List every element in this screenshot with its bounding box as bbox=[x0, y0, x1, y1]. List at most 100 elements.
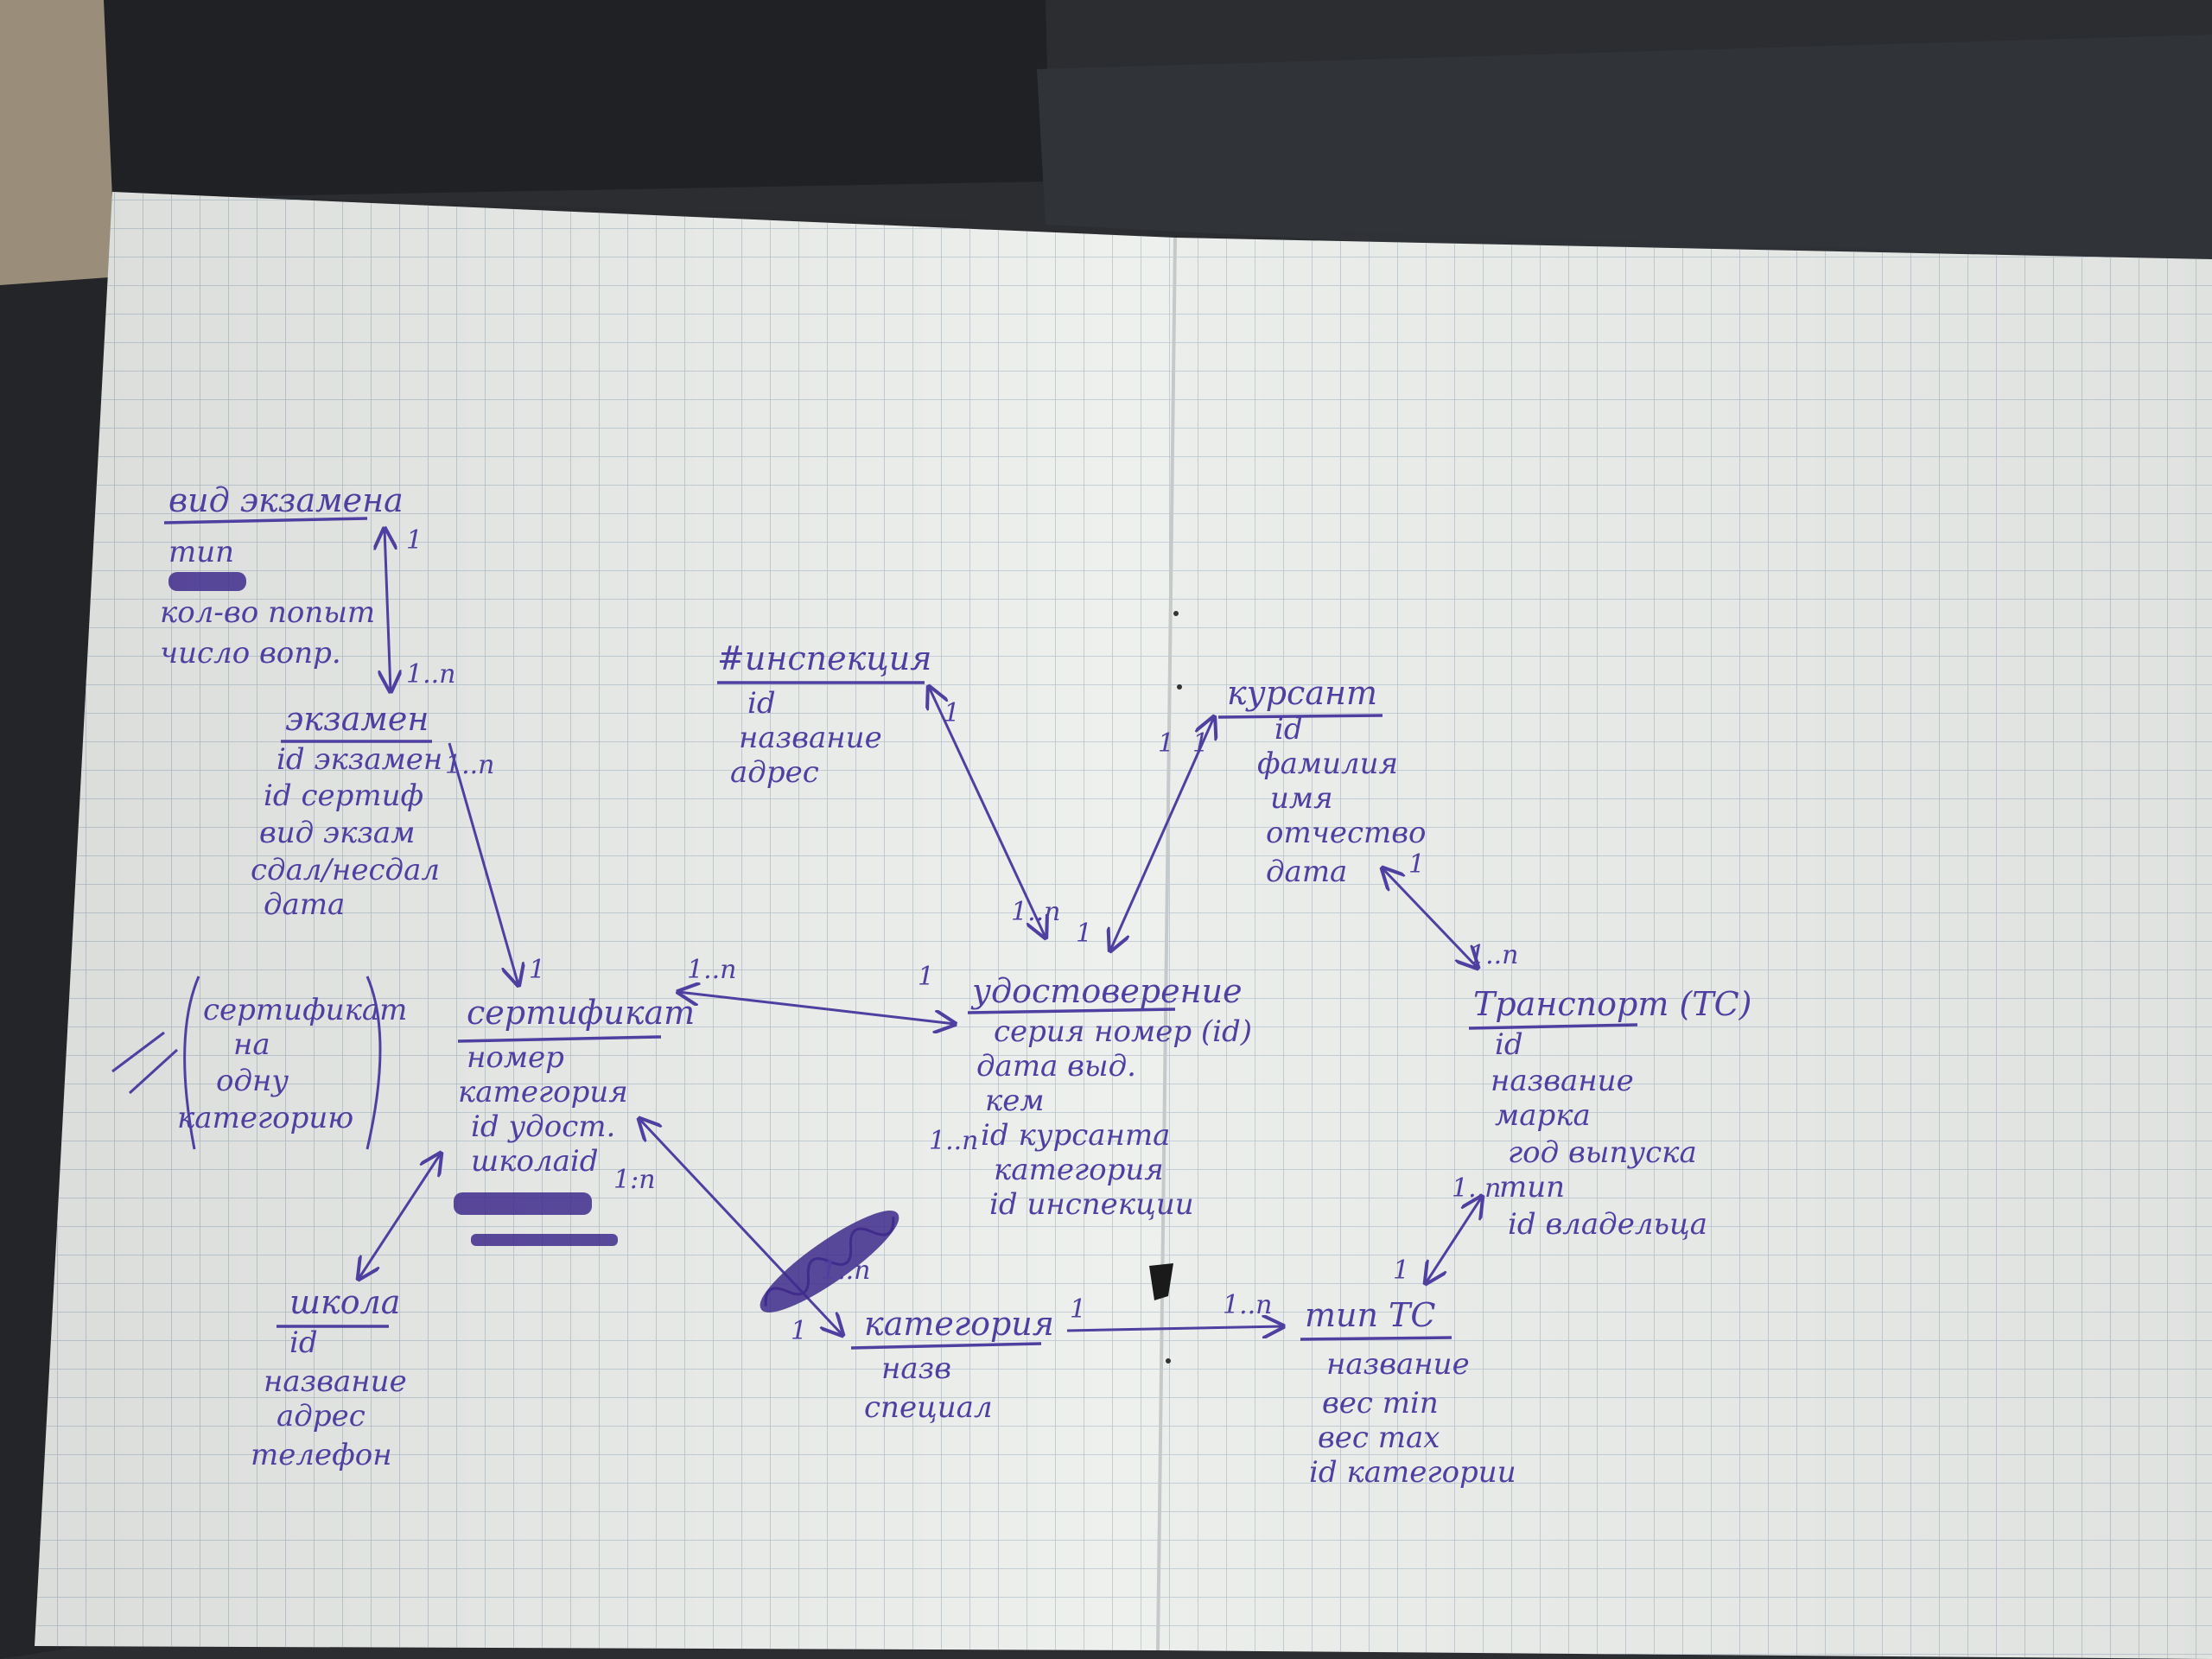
diagram-text: дата выд. bbox=[976, 1049, 1136, 1084]
relation-lines bbox=[359, 529, 1482, 1335]
cardinality-label: 1 bbox=[1070, 1294, 1086, 1325]
entity-transport: Транспорт (ТС) id название марка год вып… bbox=[1468, 985, 1752, 1242]
cardinality-label: 1..n bbox=[445, 750, 494, 780]
diagram-text: курсант bbox=[1227, 674, 1377, 712]
entity-vehicle-type: тип ТС название вес min вес max id катег… bbox=[1300, 1296, 1516, 1490]
diagram-text: специал bbox=[864, 1390, 993, 1425]
cardinality-label: 1..n bbox=[1469, 940, 1518, 970]
note-bracket-left bbox=[183, 976, 200, 1150]
diagram-text: категория bbox=[458, 1075, 628, 1109]
rel-exam-certificate bbox=[448, 742, 518, 985]
cardinality-label: 1 bbox=[1393, 1255, 1409, 1286]
dark-folder-right bbox=[1037, 35, 2212, 285]
diagram-text: название bbox=[1491, 1064, 1634, 1098]
diagram-text: Транспорт (ТС) bbox=[1473, 985, 1752, 1023]
diagram-text: школа bbox=[289, 1283, 400, 1321]
cardinality-label: 1..n bbox=[406, 659, 455, 690]
diagram-text: вес min bbox=[1322, 1386, 1439, 1421]
entity-category: категория назв специал bbox=[850, 1305, 1054, 1425]
diagram-text: id категории bbox=[1309, 1455, 1516, 1490]
diagram-text: адрес bbox=[276, 1399, 365, 1433]
entity-exam: экзамен id экзамен id сертиф вид экзам с… bbox=[251, 700, 442, 922]
diagram-text: число вопр. bbox=[160, 636, 341, 671]
cardinality-label: 1 bbox=[1158, 728, 1174, 759]
diagram-text: id bbox=[1495, 1027, 1523, 1062]
diagram-text: номер bbox=[467, 1040, 564, 1075]
rel-certificate-license bbox=[678, 992, 955, 1024]
diagram-text: id bbox=[747, 686, 776, 721]
scribbled-relation bbox=[760, 1211, 899, 1313]
entity-certificate: сертификат номер категория id удост. шко… bbox=[457, 994, 695, 1179]
diagram-text: id удост. bbox=[471, 1109, 615, 1144]
diagram-text: название bbox=[739, 721, 882, 755]
diagram-text: имя bbox=[1270, 781, 1333, 816]
diagram-text: школаid bbox=[471, 1144, 599, 1179]
entity-inspection: #инспекция id название адрес bbox=[717, 639, 931, 790]
diagram-text: одну bbox=[216, 1064, 289, 1098]
diagram-text: id инспекции bbox=[989, 1187, 1194, 1222]
entity-school: школа id название адрес телефон bbox=[251, 1283, 407, 1472]
entity-license: удостоверение серия номер (id) дата выд.… bbox=[967, 972, 1252, 1222]
cardinality-label: 1 bbox=[1076, 918, 1092, 949]
diagram-text: телефон bbox=[251, 1438, 392, 1472]
diagram-text: кол-во попыт bbox=[160, 595, 375, 630]
diagram-text: тип bbox=[1499, 1170, 1565, 1205]
rel-inspection-license bbox=[929, 687, 1046, 938]
diagram-text: id bbox=[1274, 712, 1303, 747]
diagram-text: id сертиф bbox=[264, 779, 423, 813]
cardinality-label: 1..n bbox=[929, 1126, 978, 1156]
cardinality-label: 1 bbox=[791, 1316, 807, 1346]
cardinality-label: 1..n bbox=[1452, 1173, 1501, 1204]
cardinality-label: 1 bbox=[1192, 728, 1209, 759]
diagram-text: id владельца bbox=[1508, 1207, 1707, 1242]
entity-exam-type: вид экзамена тип кол-во попыт число вопр… bbox=[160, 481, 404, 671]
diagram-text: вес max bbox=[1318, 1421, 1440, 1455]
diagram-text: фамилия bbox=[1257, 747, 1398, 781]
rel-school-certificate bbox=[359, 1154, 441, 1279]
cardinality-label: 1 bbox=[406, 525, 423, 556]
rel-student-transport bbox=[1382, 868, 1478, 968]
diagram-text: вид экзам bbox=[259, 816, 415, 850]
rel-certificate-category bbox=[639, 1119, 842, 1335]
tablet-cover bbox=[104, 0, 1050, 199]
crossed-out-field-3 bbox=[471, 1234, 618, 1246]
rel-examtype-exam bbox=[385, 529, 391, 691]
cardinality-label: 1..n bbox=[821, 1255, 870, 1286]
cardinality-label: 1..n bbox=[687, 955, 736, 985]
diagram-text: серия номер (id) bbox=[994, 1014, 1252, 1049]
rel-student-license bbox=[1110, 717, 1214, 950]
diagram-text: сдал/несдал bbox=[251, 853, 440, 887]
diagram-text: сертификат bbox=[467, 994, 695, 1032]
diagram-text: дата bbox=[1266, 855, 1347, 889]
entity-exam-type-title: вид экзамена bbox=[168, 481, 404, 519]
rel-vehicletype-transport bbox=[1426, 1197, 1482, 1283]
diagram-text: кем bbox=[985, 1084, 1045, 1118]
diagram-text: id bbox=[289, 1325, 318, 1360]
diagram-text: тип ТС bbox=[1305, 1296, 1435, 1334]
cardinality-label: 1..n bbox=[1011, 897, 1060, 927]
crossed-out-field-2 bbox=[454, 1192, 592, 1215]
diagram-text: #инспекция bbox=[717, 639, 931, 677]
entity-student: курсант id фамилия имя отчество дата bbox=[1217, 674, 1427, 889]
diagram-text: сертификат bbox=[203, 993, 407, 1027]
diagram-text: год выпуска bbox=[1508, 1135, 1697, 1170]
diagram-text: марка bbox=[1495, 1098, 1591, 1133]
diagram-text: назв bbox=[881, 1351, 951, 1386]
cardinality-label: 1 bbox=[944, 698, 960, 728]
diagram-text: id курсанта bbox=[981, 1118, 1170, 1153]
diagram-text: id экзамен bbox=[276, 742, 442, 777]
diagram-text: название bbox=[264, 1364, 407, 1399]
cardinality-label: 1 bbox=[529, 955, 545, 985]
diagram-text: отчество bbox=[1266, 816, 1427, 850]
diagram-text: экзамен bbox=[285, 700, 429, 738]
note-certificate-one-category: сертификат на одну категорию bbox=[177, 993, 407, 1135]
diagram-text: удостоверение bbox=[970, 972, 1243, 1010]
crossed-out-field bbox=[168, 572, 246, 591]
diagram-text: на bbox=[233, 1027, 270, 1062]
diagram-text: название bbox=[1326, 1347, 1470, 1382]
diagram-text: адрес bbox=[730, 755, 819, 790]
diagram-text: категория bbox=[994, 1153, 1164, 1187]
cardinality-label: 1:n bbox=[613, 1165, 656, 1195]
cardinality-label: 1..n bbox=[1223, 1290, 1272, 1320]
